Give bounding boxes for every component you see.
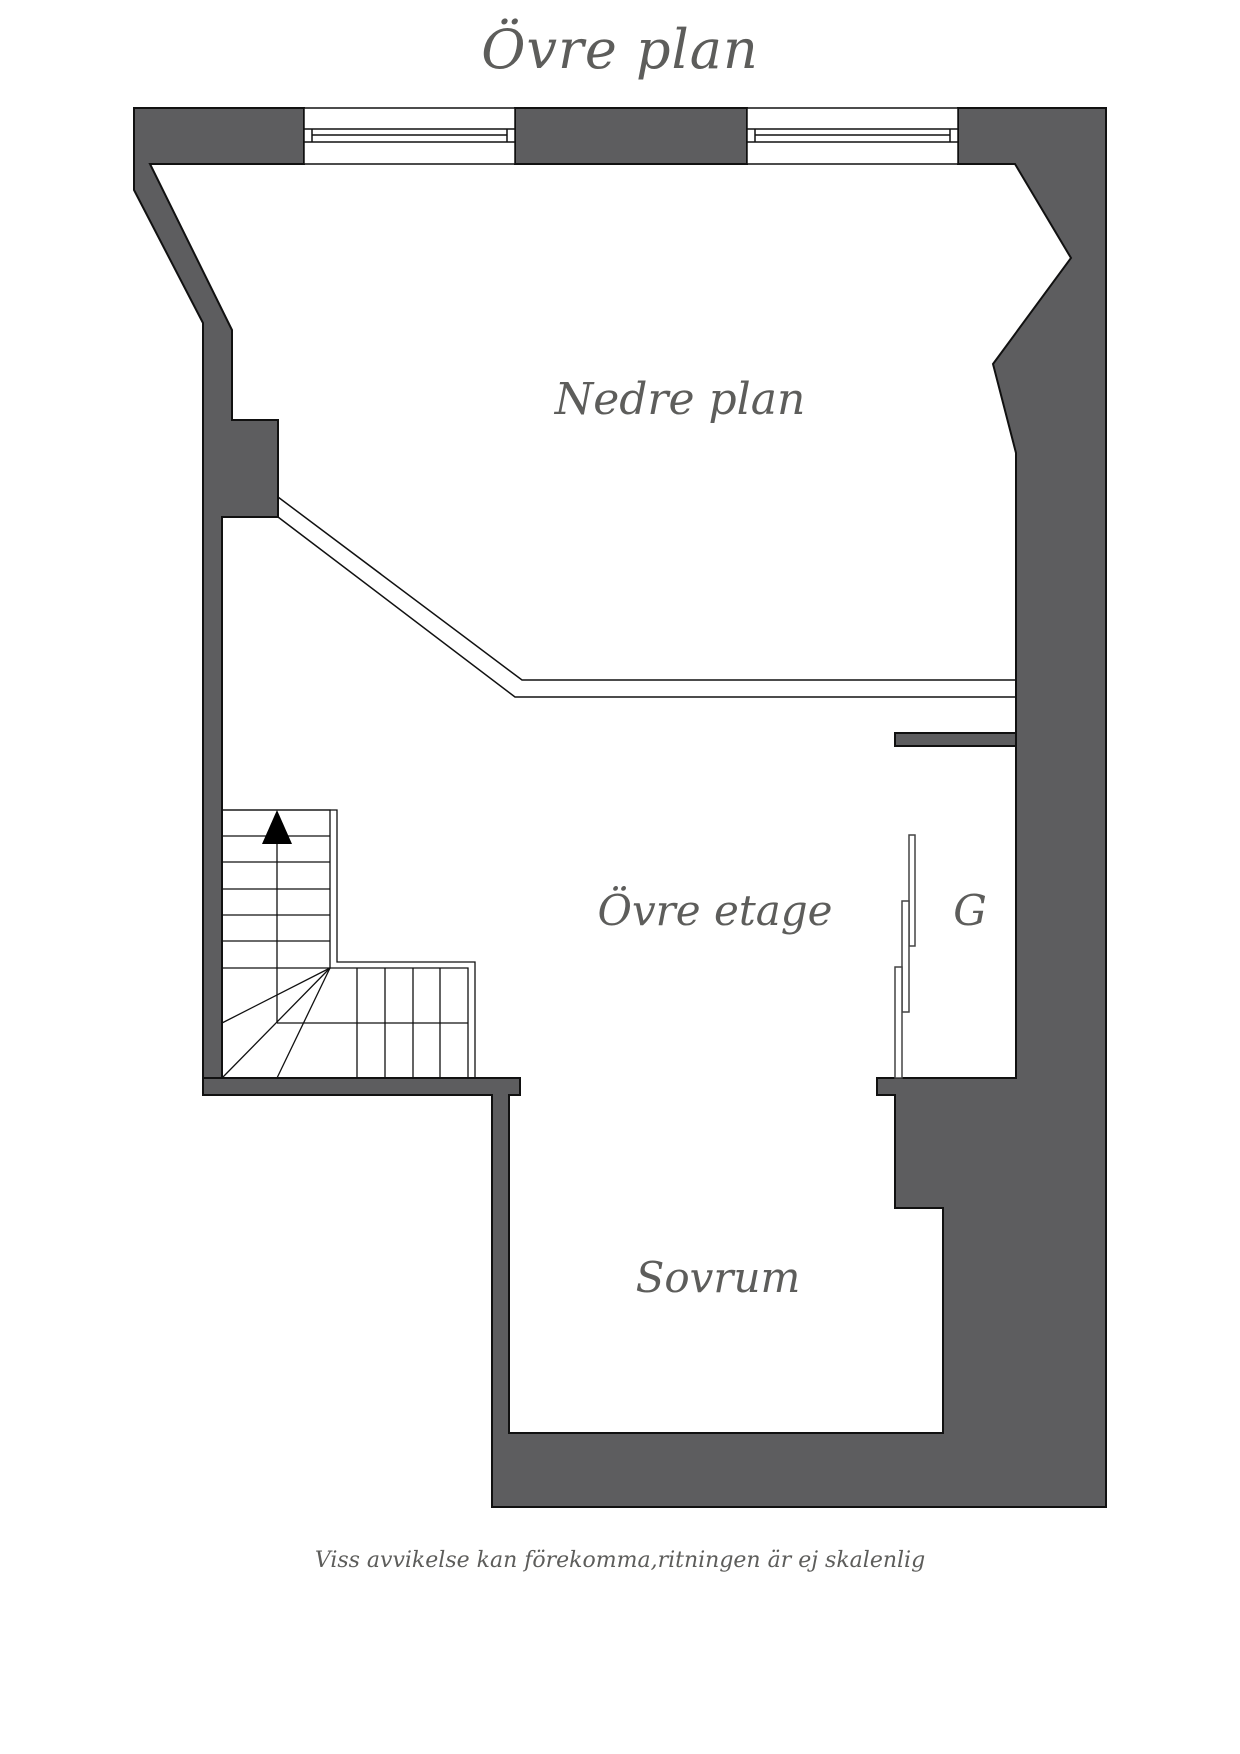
gallery-railing xyxy=(277,496,1016,698)
wall-left-lower xyxy=(202,107,1107,1508)
room-label-ovre-etage: Övre etage xyxy=(598,885,833,935)
floor-plan-title: Övre plan xyxy=(481,18,759,81)
disclaimer-note: Viss avvikelse kan förekomma,ritningen ä… xyxy=(314,1548,926,1573)
room-label-nedre-plan: Nedre plan xyxy=(554,374,806,425)
window-right xyxy=(746,107,959,165)
window-left xyxy=(303,107,516,165)
wall-top-left xyxy=(133,107,305,1079)
stair-up-arrow-icon xyxy=(262,810,292,844)
staircase xyxy=(221,809,476,1079)
room-label-garderob: G xyxy=(953,886,987,935)
room-label-sovrum: Sovrum xyxy=(636,1253,801,1302)
wall-top-middle xyxy=(514,107,748,165)
windows xyxy=(303,107,959,165)
wall-closet-shelf xyxy=(894,732,1017,747)
closet-doors xyxy=(894,834,916,1079)
walls xyxy=(133,107,1107,1508)
